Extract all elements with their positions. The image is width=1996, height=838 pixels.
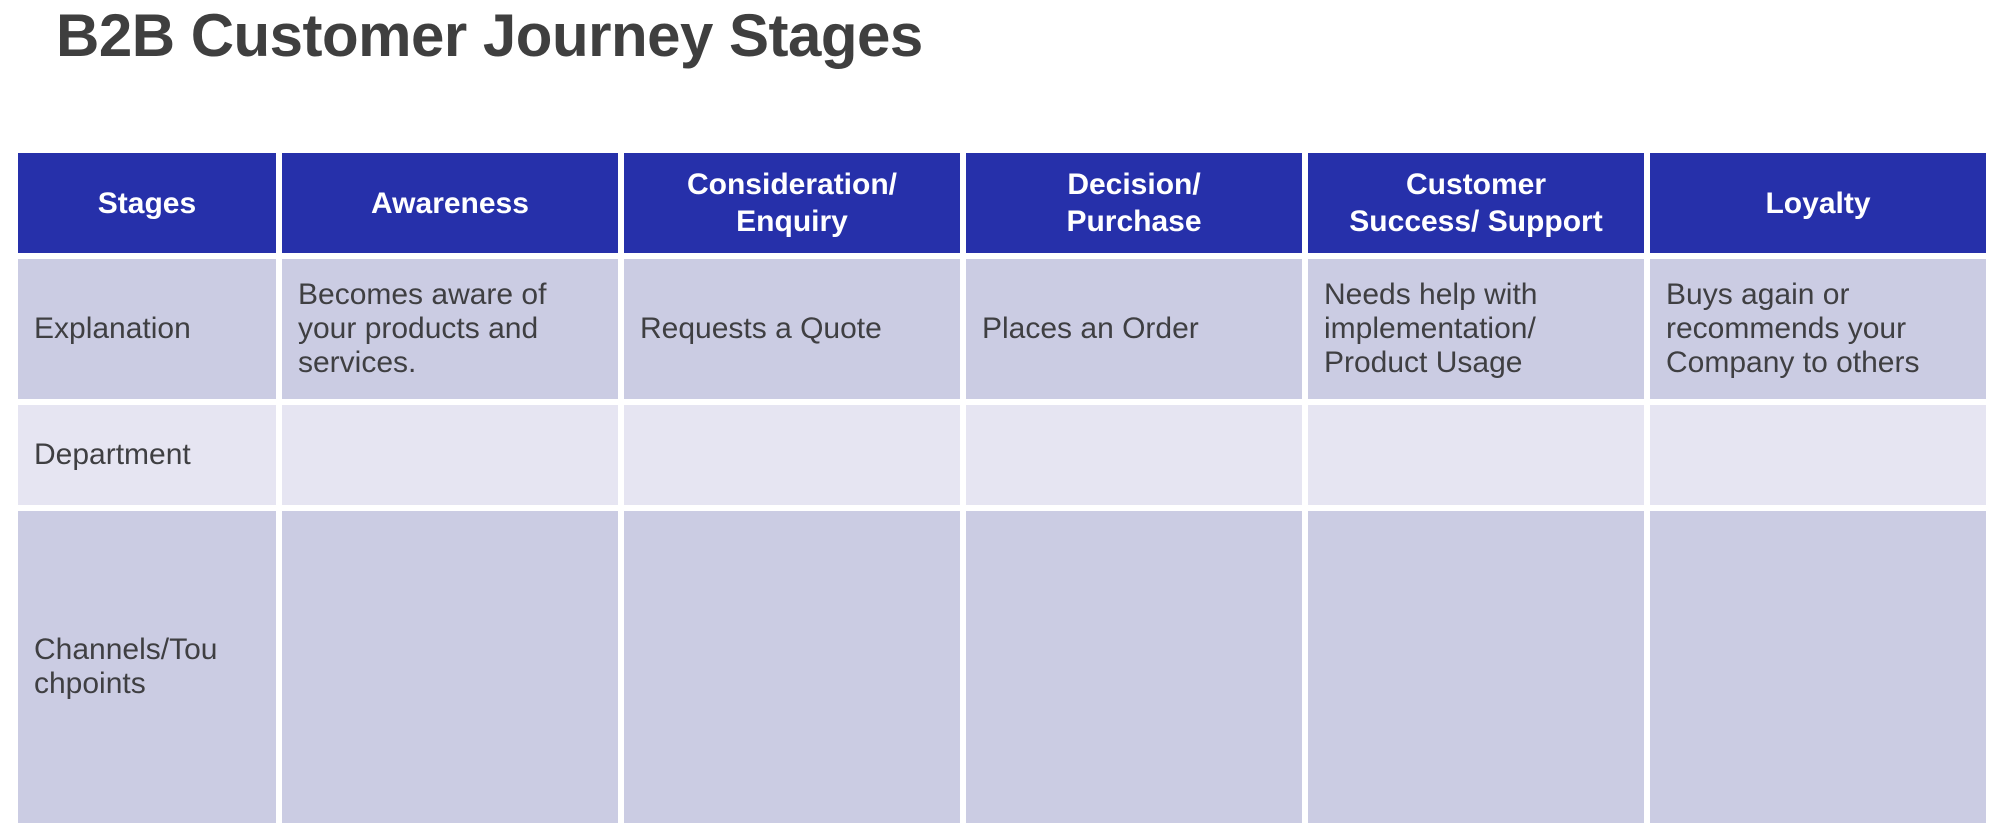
cell-department-consideration xyxy=(624,405,960,505)
row-label-channels-touchpoints: Channels/Tou chpoints xyxy=(18,511,276,823)
header-cell-customer-success-support: Customer Success/ Support xyxy=(1308,153,1644,253)
header-cell-loyalty: Loyalty xyxy=(1650,153,1986,253)
journey-stages-table: Stages Awareness Consideration/ Enquiry … xyxy=(12,147,1992,829)
cell-department-decision xyxy=(966,405,1302,505)
cell-explanation-loyalty: Buys again or recommends your Company to… xyxy=(1650,259,1986,399)
cell-channels-decision xyxy=(966,511,1302,823)
cell-department-loyalty xyxy=(1650,405,1986,505)
header-cell-awareness: Awareness xyxy=(282,153,618,253)
cell-department-customer-success xyxy=(1308,405,1644,505)
table-row-department: Department xyxy=(18,405,1986,505)
table-row-channels-touchpoints: Channels/Tou chpoints xyxy=(18,511,1986,823)
header-cell-consideration-enquiry: Consideration/ Enquiry xyxy=(624,153,960,253)
cell-explanation-customer-success: Needs help with implementation/ Product … xyxy=(1308,259,1644,399)
cell-channels-loyalty xyxy=(1650,511,1986,823)
row-label-explanation: Explanation xyxy=(18,259,276,399)
cell-channels-consideration xyxy=(624,511,960,823)
cell-department-awareness xyxy=(282,405,618,505)
page-title: B2B Customer Journey Stages xyxy=(56,2,923,69)
cell-explanation-awareness: Becomes aware of your products and servi… xyxy=(282,259,618,399)
table-row-explanation: Explanation Becomes aware of your produc… xyxy=(18,259,1986,399)
cell-channels-customer-success xyxy=(1308,511,1644,823)
cell-explanation-consideration: Requests a Quote xyxy=(624,259,960,399)
header-cell-decision-purchase: Decision/ Purchase xyxy=(966,153,1302,253)
row-label-department: Department xyxy=(18,405,276,505)
header-cell-stages: Stages xyxy=(18,153,276,253)
cell-explanation-decision: Places an Order xyxy=(966,259,1302,399)
table-header-row: Stages Awareness Consideration/ Enquiry … xyxy=(18,153,1986,253)
cell-channels-awareness xyxy=(282,511,618,823)
